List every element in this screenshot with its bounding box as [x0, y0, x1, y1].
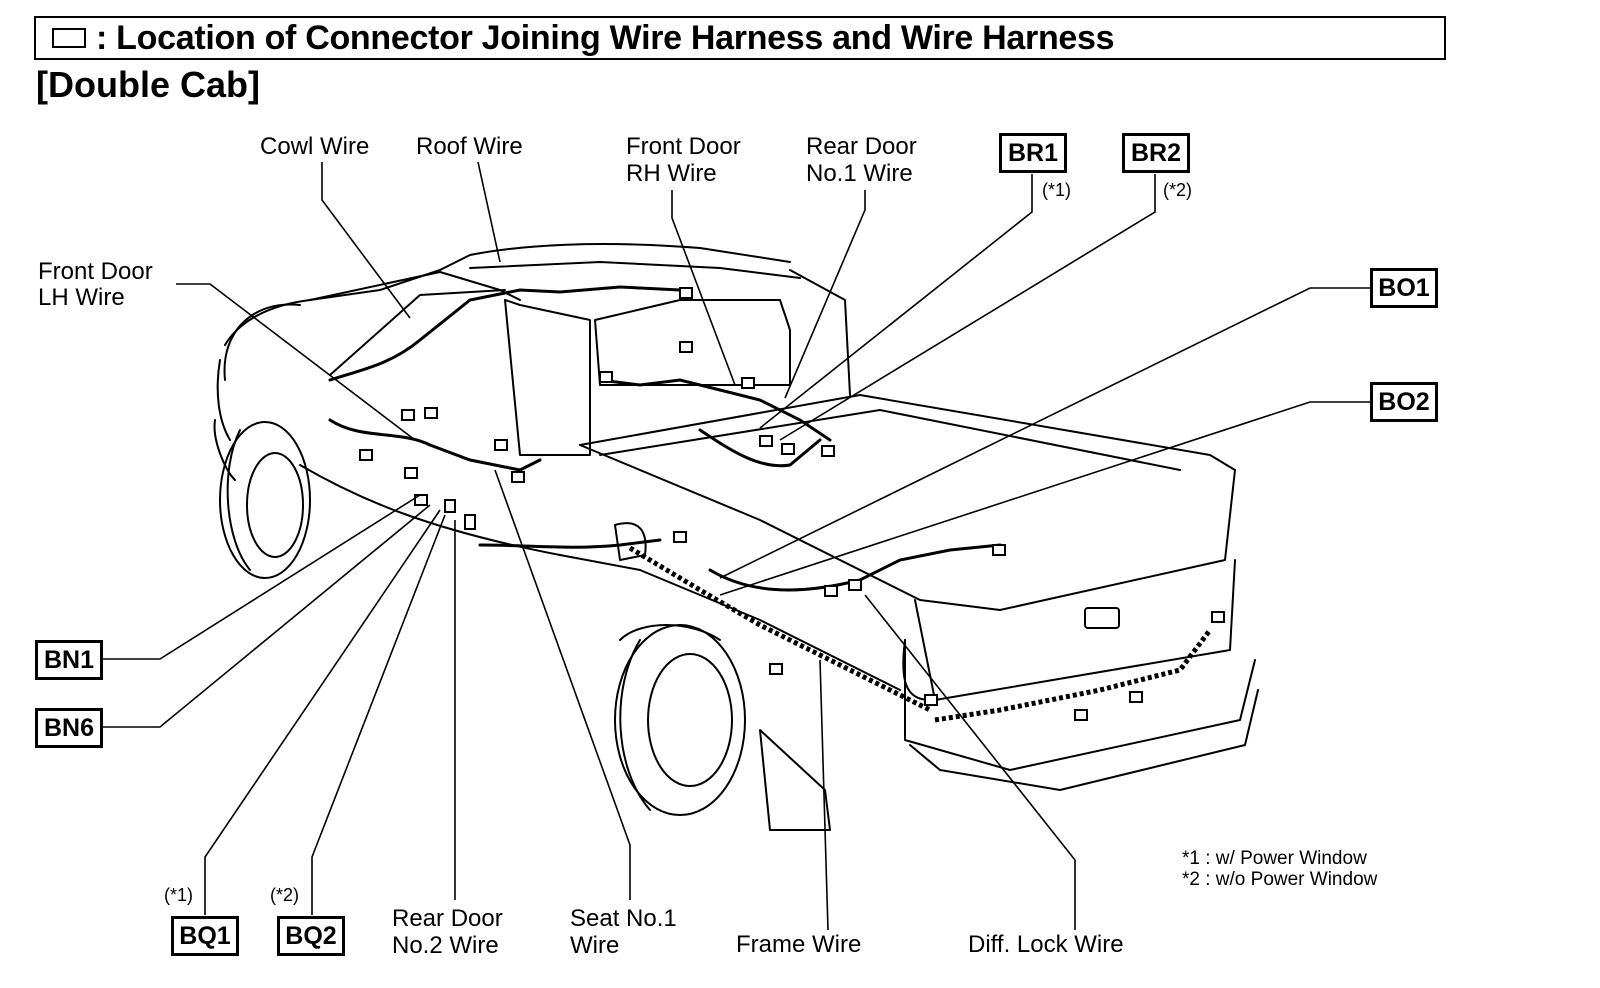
connector-symbol-icon — [52, 28, 86, 48]
truck-body-outline — [213, 243, 1259, 831]
leader-lines — [103, 161, 1373, 931]
connector-br1: BR1 — [999, 133, 1067, 173]
label-cowl-wire: Cowl Wire — [260, 133, 370, 160]
page-subtitle: [Double Cab] — [36, 64, 260, 105]
label-frame-wire: Frame Wire — [736, 931, 862, 958]
label-seat-no1-line2: Wire — [570, 932, 620, 959]
front-wheel — [219, 421, 311, 579]
note-bq1: (*1) — [164, 885, 194, 905]
footnote-2: *2 : w/o Power Window — [1182, 869, 1378, 890]
header-box: : Location of Connector Joining Wire Har… — [34, 16, 1446, 60]
label-rear-door-no2-line1: Rear Door — [392, 905, 503, 932]
label-front-door-lh-line2: LH Wire — [38, 284, 125, 311]
connector-bn1: BN1 — [35, 640, 103, 680]
connector-bo1: BO1 — [1370, 268, 1438, 308]
label-front-door-rh-line1: Front Door — [626, 133, 741, 160]
footnote-1: *1 : w/ Power Window — [1182, 848, 1367, 869]
note-br2: (*2) — [1163, 180, 1193, 200]
frame-wire-path — [628, 545, 932, 713]
label-roof-wire: Roof Wire — [416, 133, 523, 160]
connector-blocks — [359, 287, 1225, 721]
label-front-door-lh-line1: Front Door — [38, 258, 153, 285]
connector-bo2: BO2 — [1370, 382, 1438, 422]
connector-bq1: BQ1 — [171, 916, 239, 956]
note-br1: (*1) — [1042, 180, 1072, 200]
rear-wheel — [614, 624, 746, 816]
label-front-door-rh-line2: RH Wire — [626, 160, 717, 187]
connector-bq2: BQ2 — [277, 916, 345, 956]
wire-harness-paths — [328, 285, 1002, 592]
label-rear-door-no1-line2: No.1 Wire — [806, 160, 913, 187]
label-rear-door-no1-line1: Rear Door — [806, 133, 917, 160]
label-rear-door-no2-line2: No.2 Wire — [392, 932, 499, 959]
note-bq2: (*2) — [270, 885, 300, 905]
label-diff-lock-wire: Diff. Lock Wire — [968, 931, 1124, 958]
connector-bn6: BN6 — [35, 708, 103, 748]
connector-br2: BR2 — [1122, 133, 1190, 173]
rear-wire-path — [934, 628, 1212, 723]
label-seat-no1-line1: Seat No.1 — [570, 905, 677, 932]
page-title: : Location of Connector Joining Wire Har… — [96, 19, 1115, 57]
